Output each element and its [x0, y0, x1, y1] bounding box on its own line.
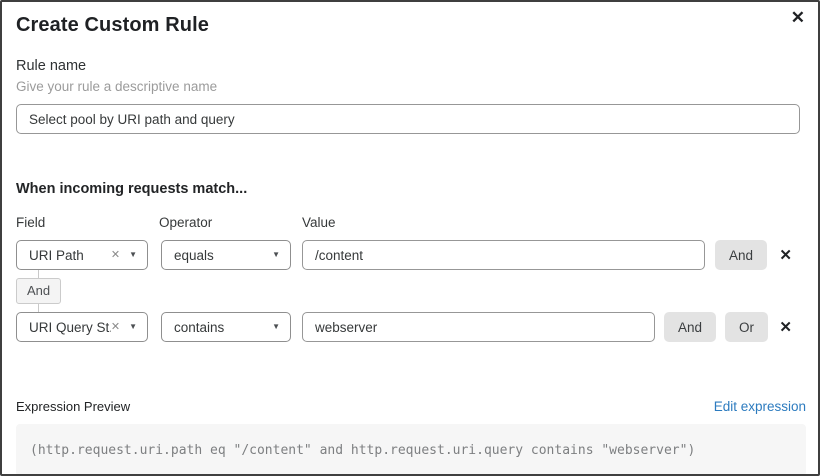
rule-name-input[interactable]: [16, 104, 800, 134]
connector-line: [38, 304, 39, 312]
add-and-condition-button[interactable]: And: [664, 312, 717, 342]
expression-preview-label: Expression Preview: [16, 399, 131, 414]
field-column-label: Field: [16, 215, 46, 230]
condition-row: URI Path ✕ ▼ equals ▼ And ✕: [16, 240, 800, 270]
and-connector-badge[interactable]: And: [16, 278, 62, 304]
operator-select-value: contains: [174, 319, 225, 335]
operator-select-value: equals: [174, 247, 214, 263]
field-select-value: URI Query St...: [29, 319, 111, 335]
chevron-down-icon: ▼: [272, 250, 280, 259]
clear-icon[interactable]: ✕: [110, 320, 121, 333]
delete-row-icon[interactable]: ✕: [779, 246, 792, 264]
chevron-down-icon: ▼: [129, 322, 137, 331]
close-icon[interactable]: ✕: [790, 8, 805, 27]
connector-line: [38, 270, 39, 278]
add-or-condition-button[interactable]: Or: [725, 312, 769, 342]
value-input[interactable]: [302, 312, 655, 342]
value-input[interactable]: [302, 240, 705, 270]
value-column-label: Value: [302, 215, 336, 230]
clear-icon[interactable]: ✕: [110, 248, 121, 261]
delete-row-icon[interactable]: ✕: [779, 318, 792, 336]
expression-preview-header: Expression Preview Edit expression: [16, 399, 806, 414]
match-heading: When incoming requests match...: [16, 181, 248, 197]
chevron-down-icon: ▼: [272, 322, 280, 331]
edit-expression-link[interactable]: Edit expression: [713, 399, 806, 414]
field-select[interactable]: URI Path ✕ ▼: [16, 240, 148, 270]
field-select[interactable]: URI Query St... ✕ ▼: [16, 312, 148, 342]
rule-name-label: Rule name: [16, 58, 87, 74]
operator-column-label: Operator: [159, 215, 213, 230]
rule-name-hint: Give your rule a descriptive name: [16, 79, 218, 94]
chevron-down-icon: ▼: [129, 250, 137, 259]
operator-select[interactable]: contains ▼: [161, 312, 291, 342]
condition-row: URI Query St... ✕ ▼ contains ▼ And Or ✕: [16, 312, 800, 342]
condition-column-labels: Field Operator Value: [16, 215, 800, 231]
expression-code-block: (http.request.uri.path eq "/content" and…: [16, 424, 806, 474]
operator-select[interactable]: equals ▼: [161, 240, 291, 270]
field-select-value: URI Path: [29, 247, 84, 263]
modal-title: Create Custom Rule: [16, 14, 209, 36]
add-and-condition-button[interactable]: And: [715, 240, 768, 270]
